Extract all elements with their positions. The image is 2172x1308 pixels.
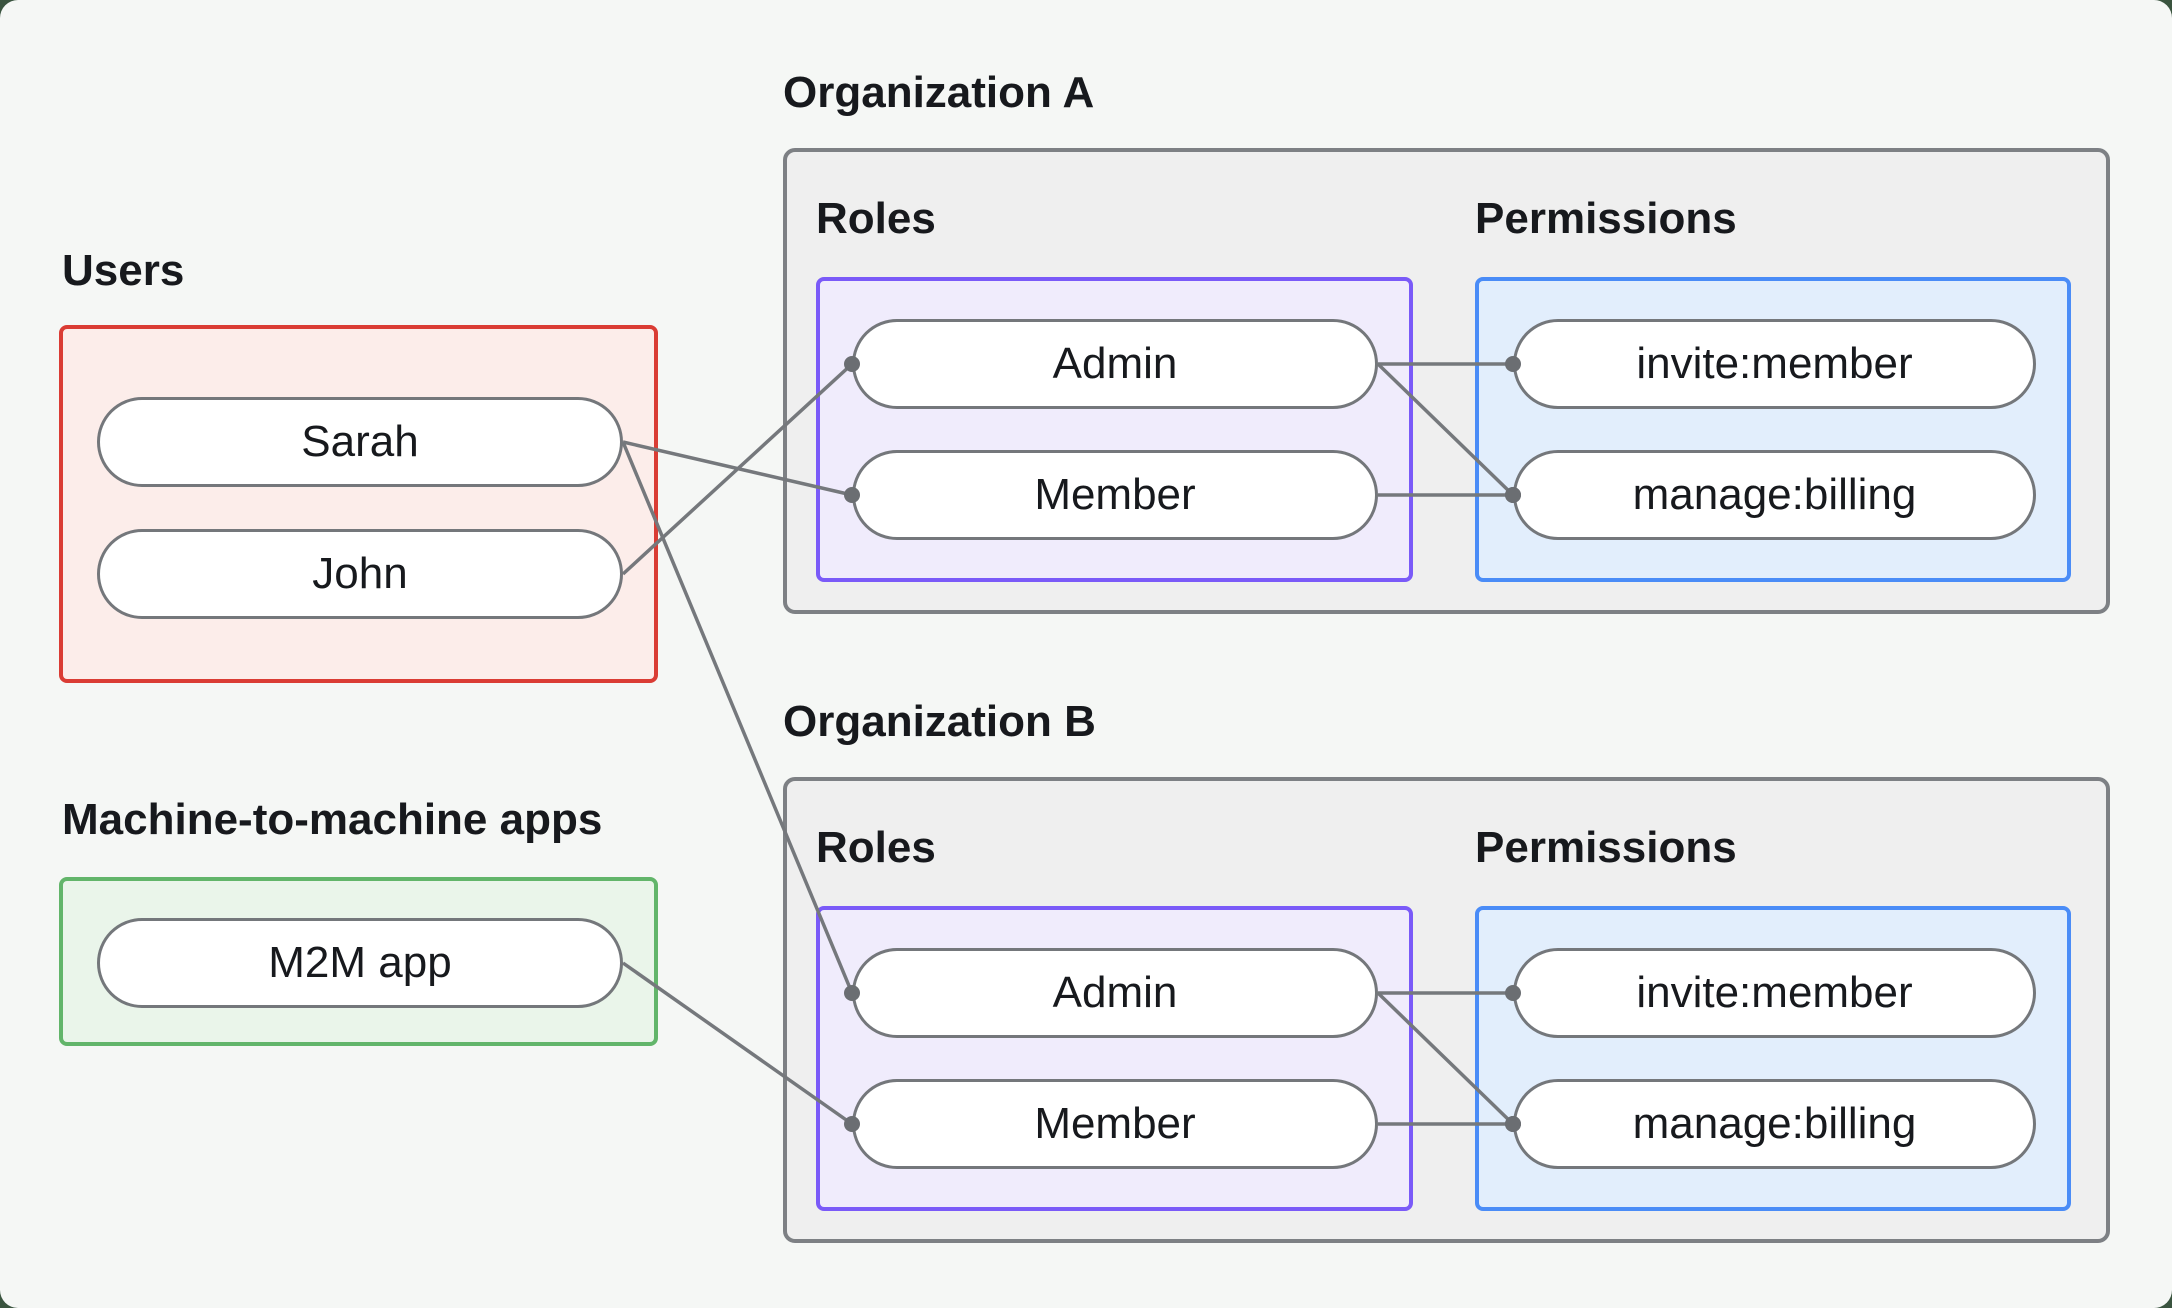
- org-a-permission-manage-billing: manage:billing: [1513, 450, 2036, 540]
- org-b-permission-manage-billing: manage:billing: [1513, 1079, 2036, 1169]
- org-a-role-admin: Admin: [852, 319, 1378, 409]
- m2m-node-label: M2M app: [268, 938, 452, 987]
- org-a-title: Organization A: [783, 68, 1095, 117]
- user-node-label: John: [312, 549, 408, 598]
- m2m-group-label: Machine-to-machine apps: [62, 795, 603, 844]
- org-b-role-admin: Admin: [852, 948, 1378, 1038]
- org-a-permission-invite-member: invite:member: [1513, 319, 2036, 409]
- m2m-app-node: M2M app: [97, 918, 623, 1008]
- permission-label: invite:member: [1636, 339, 1913, 388]
- permission-label: manage:billing: [1632, 1099, 1917, 1148]
- role-label: Admin: [1052, 968, 1178, 1017]
- org-b-roles-label: Roles: [816, 823, 936, 872]
- org-a-permissions-label: Permissions: [1475, 194, 1737, 243]
- org-b-permission-invite-member: invite:member: [1513, 948, 2036, 1038]
- users-group-label: Users: [62, 246, 185, 295]
- org-b-title: Organization B: [783, 697, 1096, 746]
- role-label: Member: [1034, 1099, 1196, 1148]
- org-b-role-member: Member: [852, 1079, 1378, 1169]
- user-node-john: John: [97, 529, 623, 619]
- role-label: Admin: [1052, 339, 1178, 388]
- permission-label: invite:member: [1636, 968, 1913, 1017]
- org-b-permissions-label: Permissions: [1475, 823, 1737, 872]
- org-a-roles-label: Roles: [816, 194, 936, 243]
- org-a-role-member: Member: [852, 450, 1378, 540]
- role-label: Member: [1034, 470, 1196, 519]
- permission-label: manage:billing: [1632, 470, 1917, 519]
- user-node-sarah: Sarah: [97, 397, 623, 487]
- users-group-box: [59, 325, 658, 683]
- user-node-label: Sarah: [301, 417, 419, 466]
